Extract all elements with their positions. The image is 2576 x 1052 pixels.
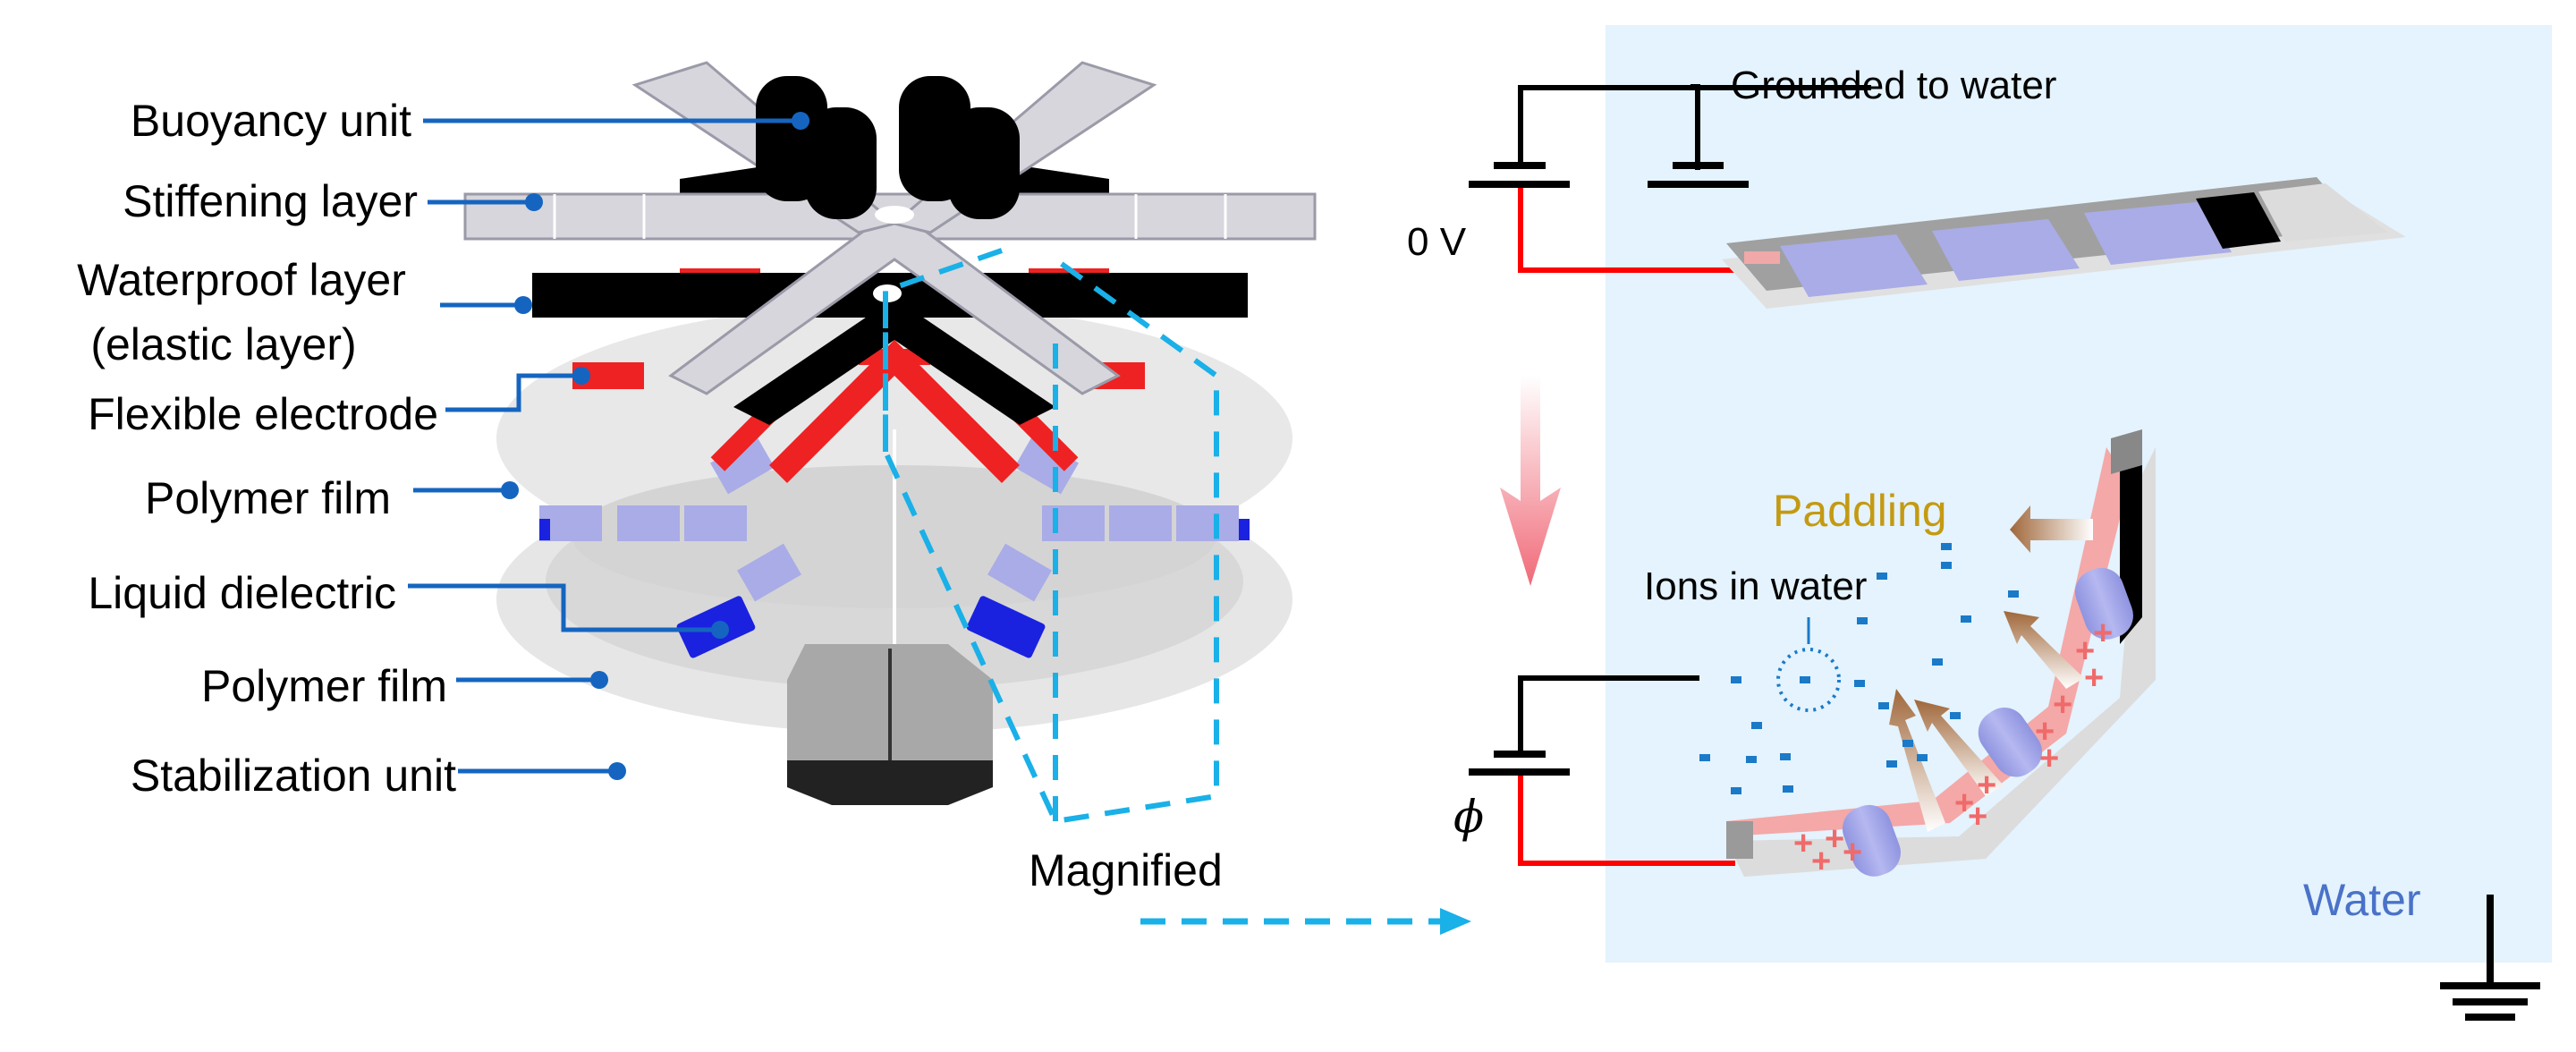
paddling-label: Paddling	[1773, 486, 1947, 536]
svg-text:+: +	[2035, 713, 2055, 751]
svg-text:+: +	[2075, 632, 2095, 670]
magnify-dashed-box	[883, 248, 1219, 825]
label-flexible-electrode: Flexible electrode	[88, 389, 438, 439]
exploded-device	[463, 61, 1317, 825]
bottom-battery	[1469, 751, 1570, 776]
label-elastic-layer: (elastic layer)	[90, 319, 356, 369]
ions	[1699, 543, 2019, 794]
svg-text:+: +	[1843, 834, 1862, 871]
water-background	[1606, 25, 2552, 963]
svg-text:+: +	[1793, 825, 1813, 862]
leader-dots	[501, 112, 809, 780]
push-arrow-icon	[2004, 611, 2084, 689]
label-polymer-film-upper: Polymer film	[145, 473, 391, 523]
paddling-arrow-icon	[2010, 505, 2093, 553]
positive-charges: ++++ +++ +++ +++	[1793, 615, 2113, 880]
svg-text:+: +	[2084, 659, 2104, 697]
label-stiffening-layer: Stiffening layer	[123, 176, 418, 226]
svg-text:+: +	[1825, 820, 1844, 858]
svg-text:+: +	[2053, 686, 2072, 724]
svg-text:+: +	[2093, 615, 2113, 652]
top-battery	[1469, 162, 1570, 188]
ion-highlight-circle	[1776, 648, 1841, 712]
flat-actuator	[1722, 177, 2406, 309]
bent-actuator	[1726, 429, 2156, 877]
grounded-label: Grounded to water	[1731, 64, 2056, 107]
transition-arrow-icon	[1500, 376, 1561, 586]
label-waterproof-layer: Waterproof layer	[77, 255, 406, 305]
ions-label: Ions in water	[1644, 564, 1867, 608]
part-labels: Buoyancy unit Stiffening layer Waterproo…	[77, 96, 456, 801]
leader-lines	[408, 118, 799, 774]
svg-text:+: +	[1968, 798, 1987, 836]
ground-icon	[2440, 895, 2540, 1021]
buoyancy-unit	[756, 76, 1020, 219]
push-arrow-icon	[1914, 700, 2004, 796]
leader-dielectric	[408, 583, 720, 632]
svg-text:+: +	[1954, 785, 1974, 822]
label-polymer-film-lower: Polymer film	[201, 661, 447, 711]
label-buoyancy-unit: Buoyancy unit	[131, 96, 411, 146]
bottom-voltage-label: ϕ	[1453, 791, 1484, 843]
magnified-arrow	[1140, 908, 1471, 935]
water-label: Water	[2303, 875, 2421, 925]
svg-text:+: +	[1977, 767, 1996, 804]
label-stabilization-unit: Stabilization unit	[131, 751, 456, 801]
magnified-label: Magnified	[1029, 845, 1223, 895]
label-liquid-dielectric: Liquid dielectric	[88, 568, 396, 618]
svg-text:+: +	[2039, 740, 2059, 777]
film-pads	[539, 436, 1239, 602]
top-circuit-wires	[1518, 85, 1749, 273]
bottom-circuit-wires	[1518, 675, 1735, 866]
svg-text:+: +	[1811, 843, 1831, 880]
top-voltage-label: 0 V	[1407, 220, 1467, 264]
stabilization-unit	[787, 644, 993, 805]
leader-electrode	[445, 373, 581, 412]
arrow-head-icon	[1440, 908, 1471, 935]
